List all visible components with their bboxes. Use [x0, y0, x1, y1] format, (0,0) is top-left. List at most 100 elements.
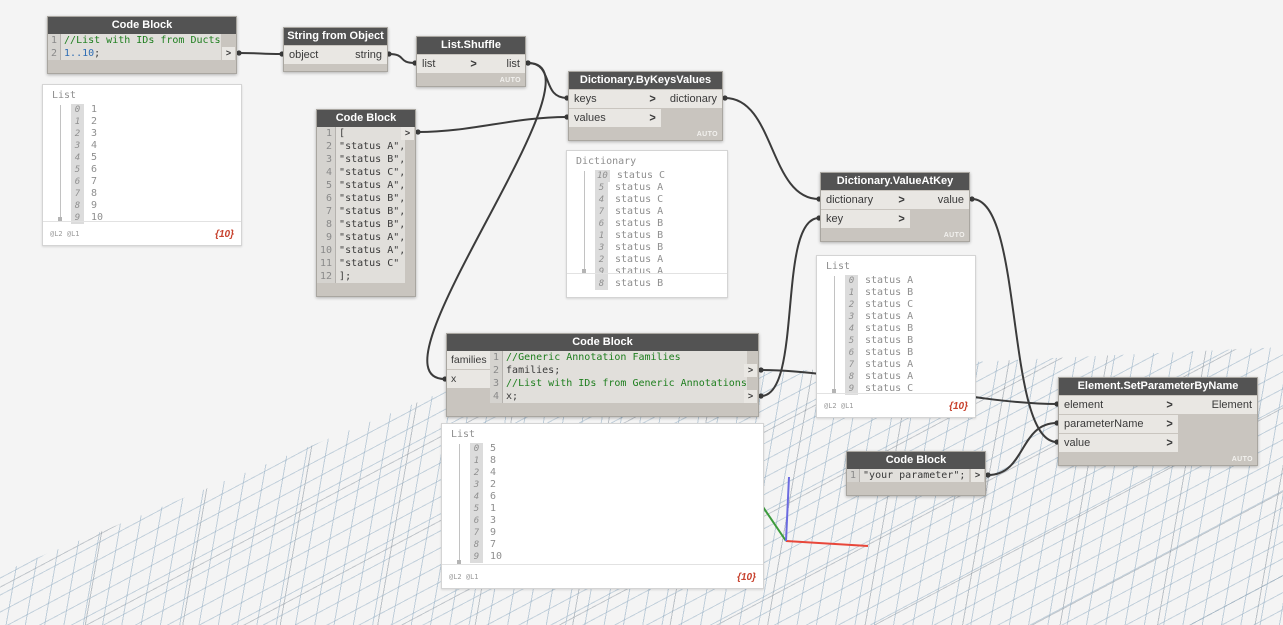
wire-connector-nub[interactable]: [722, 95, 728, 101]
list-level-chevron-icon[interactable]: >: [470, 57, 477, 71]
node-title-bar[interactable]: Code Block: [447, 334, 758, 351]
wire-code-block-ducts-out-to-string-from-object-object[interactable]: [238, 52, 283, 55]
wire-list-shuffle-list-to-dictionary-bykeysvalues-keys[interactable]: [527, 62, 568, 99]
input-port-keys[interactable]: keys>: [569, 90, 661, 108]
wire-connector-nub[interactable]: [236, 50, 242, 56]
output-port-element[interactable]: Element: [1177, 396, 1257, 414]
list-level-chevron-icon[interactable]: >: [1166, 417, 1173, 431]
input-port-families[interactable]: families: [447, 351, 490, 369]
wire-connector-nub[interactable]: [969, 196, 975, 202]
list-level-chevron-icon[interactable]: >: [1166, 398, 1173, 412]
code-editor[interactable]: ["status A","status B","status C","statu…: [335, 127, 406, 283]
input-port-parametername[interactable]: parameterName>: [1059, 415, 1178, 433]
input-port-value[interactable]: value>: [1059, 434, 1178, 452]
item-value: 9: [91, 200, 98, 211]
output-port-dictionary[interactable]: dictionary: [660, 90, 722, 108]
code-segment: "status B",: [339, 154, 406, 165]
list-level-chevron-icon[interactable]: >: [898, 193, 905, 207]
input-ports: object: [284, 46, 346, 64]
wire-dictionary-bykeysvalues-dictionary-to-dictionary-valueatkey-dictionary[interactable]: [724, 97, 820, 200]
axis-x-line: [785, 540, 869, 547]
code-block-body[interactable]: 1"your parameter";: [847, 469, 985, 495]
code-line: "status A",: [339, 140, 405, 153]
item-value: status C: [615, 194, 664, 205]
wire-dictionary-valueatkey-value-to-element-setparameterbyname-value[interactable]: [971, 198, 1058, 443]
wire-connector-nub[interactable]: [758, 367, 764, 373]
wire-code-block-statuses-out-to-dictionary-bykeysvalues-values[interactable]: [417, 116, 568, 133]
wire-connector-nub[interactable]: [758, 393, 764, 399]
node-title-bar[interactable]: Code Block: [48, 17, 236, 34]
node-title-bar[interactable]: List.Shuffle: [417, 37, 525, 54]
item-value: status A: [865, 311, 914, 322]
port-label: list: [506, 58, 520, 70]
wire-list-shuffle-list-to-code-block-mid-x[interactable]: [426, 62, 547, 380]
input-port-element[interactable]: element>: [1059, 396, 1178, 414]
node-title-bar[interactable]: Dictionary.ValueAtKey: [821, 173, 969, 190]
wire-connector-nub[interactable]: [525, 60, 531, 66]
node-title-bar[interactable]: String from Object: [284, 28, 387, 45]
preview-type-label: List: [451, 429, 476, 440]
input-port-object[interactable]: object: [284, 46, 346, 64]
output-port-value[interactable]: value: [909, 191, 969, 209]
output-port[interactable]: >: [222, 47, 235, 60]
list-level-chevron-icon[interactable]: >: [649, 111, 656, 125]
index-badge: 8: [71, 200, 84, 212]
output-port[interactable]: >: [744, 390, 757, 403]
input-port-list[interactable]: list>: [417, 55, 482, 73]
port-label: dictionary: [669, 93, 717, 105]
output-port[interactable]: >: [971, 469, 984, 482]
list-level-chevron-icon[interactable]: >: [1166, 436, 1173, 450]
wire-code-block-param-out-to-element-setparameterbyname-parametername[interactable]: [987, 422, 1058, 476]
list-level-chevron-icon[interactable]: >: [898, 212, 905, 226]
node-title-bar[interactable]: Element.SetParameterByName: [1059, 378, 1257, 395]
item-value: 2: [91, 116, 98, 127]
node-title-bar[interactable]: Code Block: [317, 110, 415, 127]
wire-connector-nub[interactable]: [415, 129, 421, 135]
output-port-string[interactable]: string: [345, 46, 387, 64]
line-number: 3: [493, 378, 500, 389]
list-guide-end-dot: [582, 269, 586, 273]
code-line: "status A",: [339, 179, 405, 192]
node-title-bar[interactable]: Dictionary.ByKeysValues: [569, 72, 722, 89]
output-port-list[interactable]: list: [481, 55, 525, 73]
code-line: "status B",: [339, 205, 405, 218]
wire-string-from-object-string-to-list-shuffle-list[interactable]: [388, 53, 416, 64]
input-port-values[interactable]: values>: [569, 109, 661, 127]
code-editor[interactable]: "your parameter";: [859, 469, 969, 482]
input-port-key[interactable]: key>: [821, 210, 910, 228]
wire-connector-nub[interactable]: [985, 472, 991, 478]
list-level-chevron-icon[interactable]: >: [649, 92, 656, 106]
output-port[interactable]: >: [744, 364, 757, 377]
output-port[interactable]: >: [401, 127, 414, 140]
input-port-x[interactable]: x: [447, 370, 490, 388]
node-title-bar[interactable]: Code Block: [847, 452, 985, 469]
index-badge: 2: [470, 467, 483, 479]
input-port-dictionary[interactable]: dictionary>: [821, 191, 910, 209]
wire-code-block-mid-x-out-to-dictionary-valueatkey-key[interactable]: [760, 217, 820, 397]
